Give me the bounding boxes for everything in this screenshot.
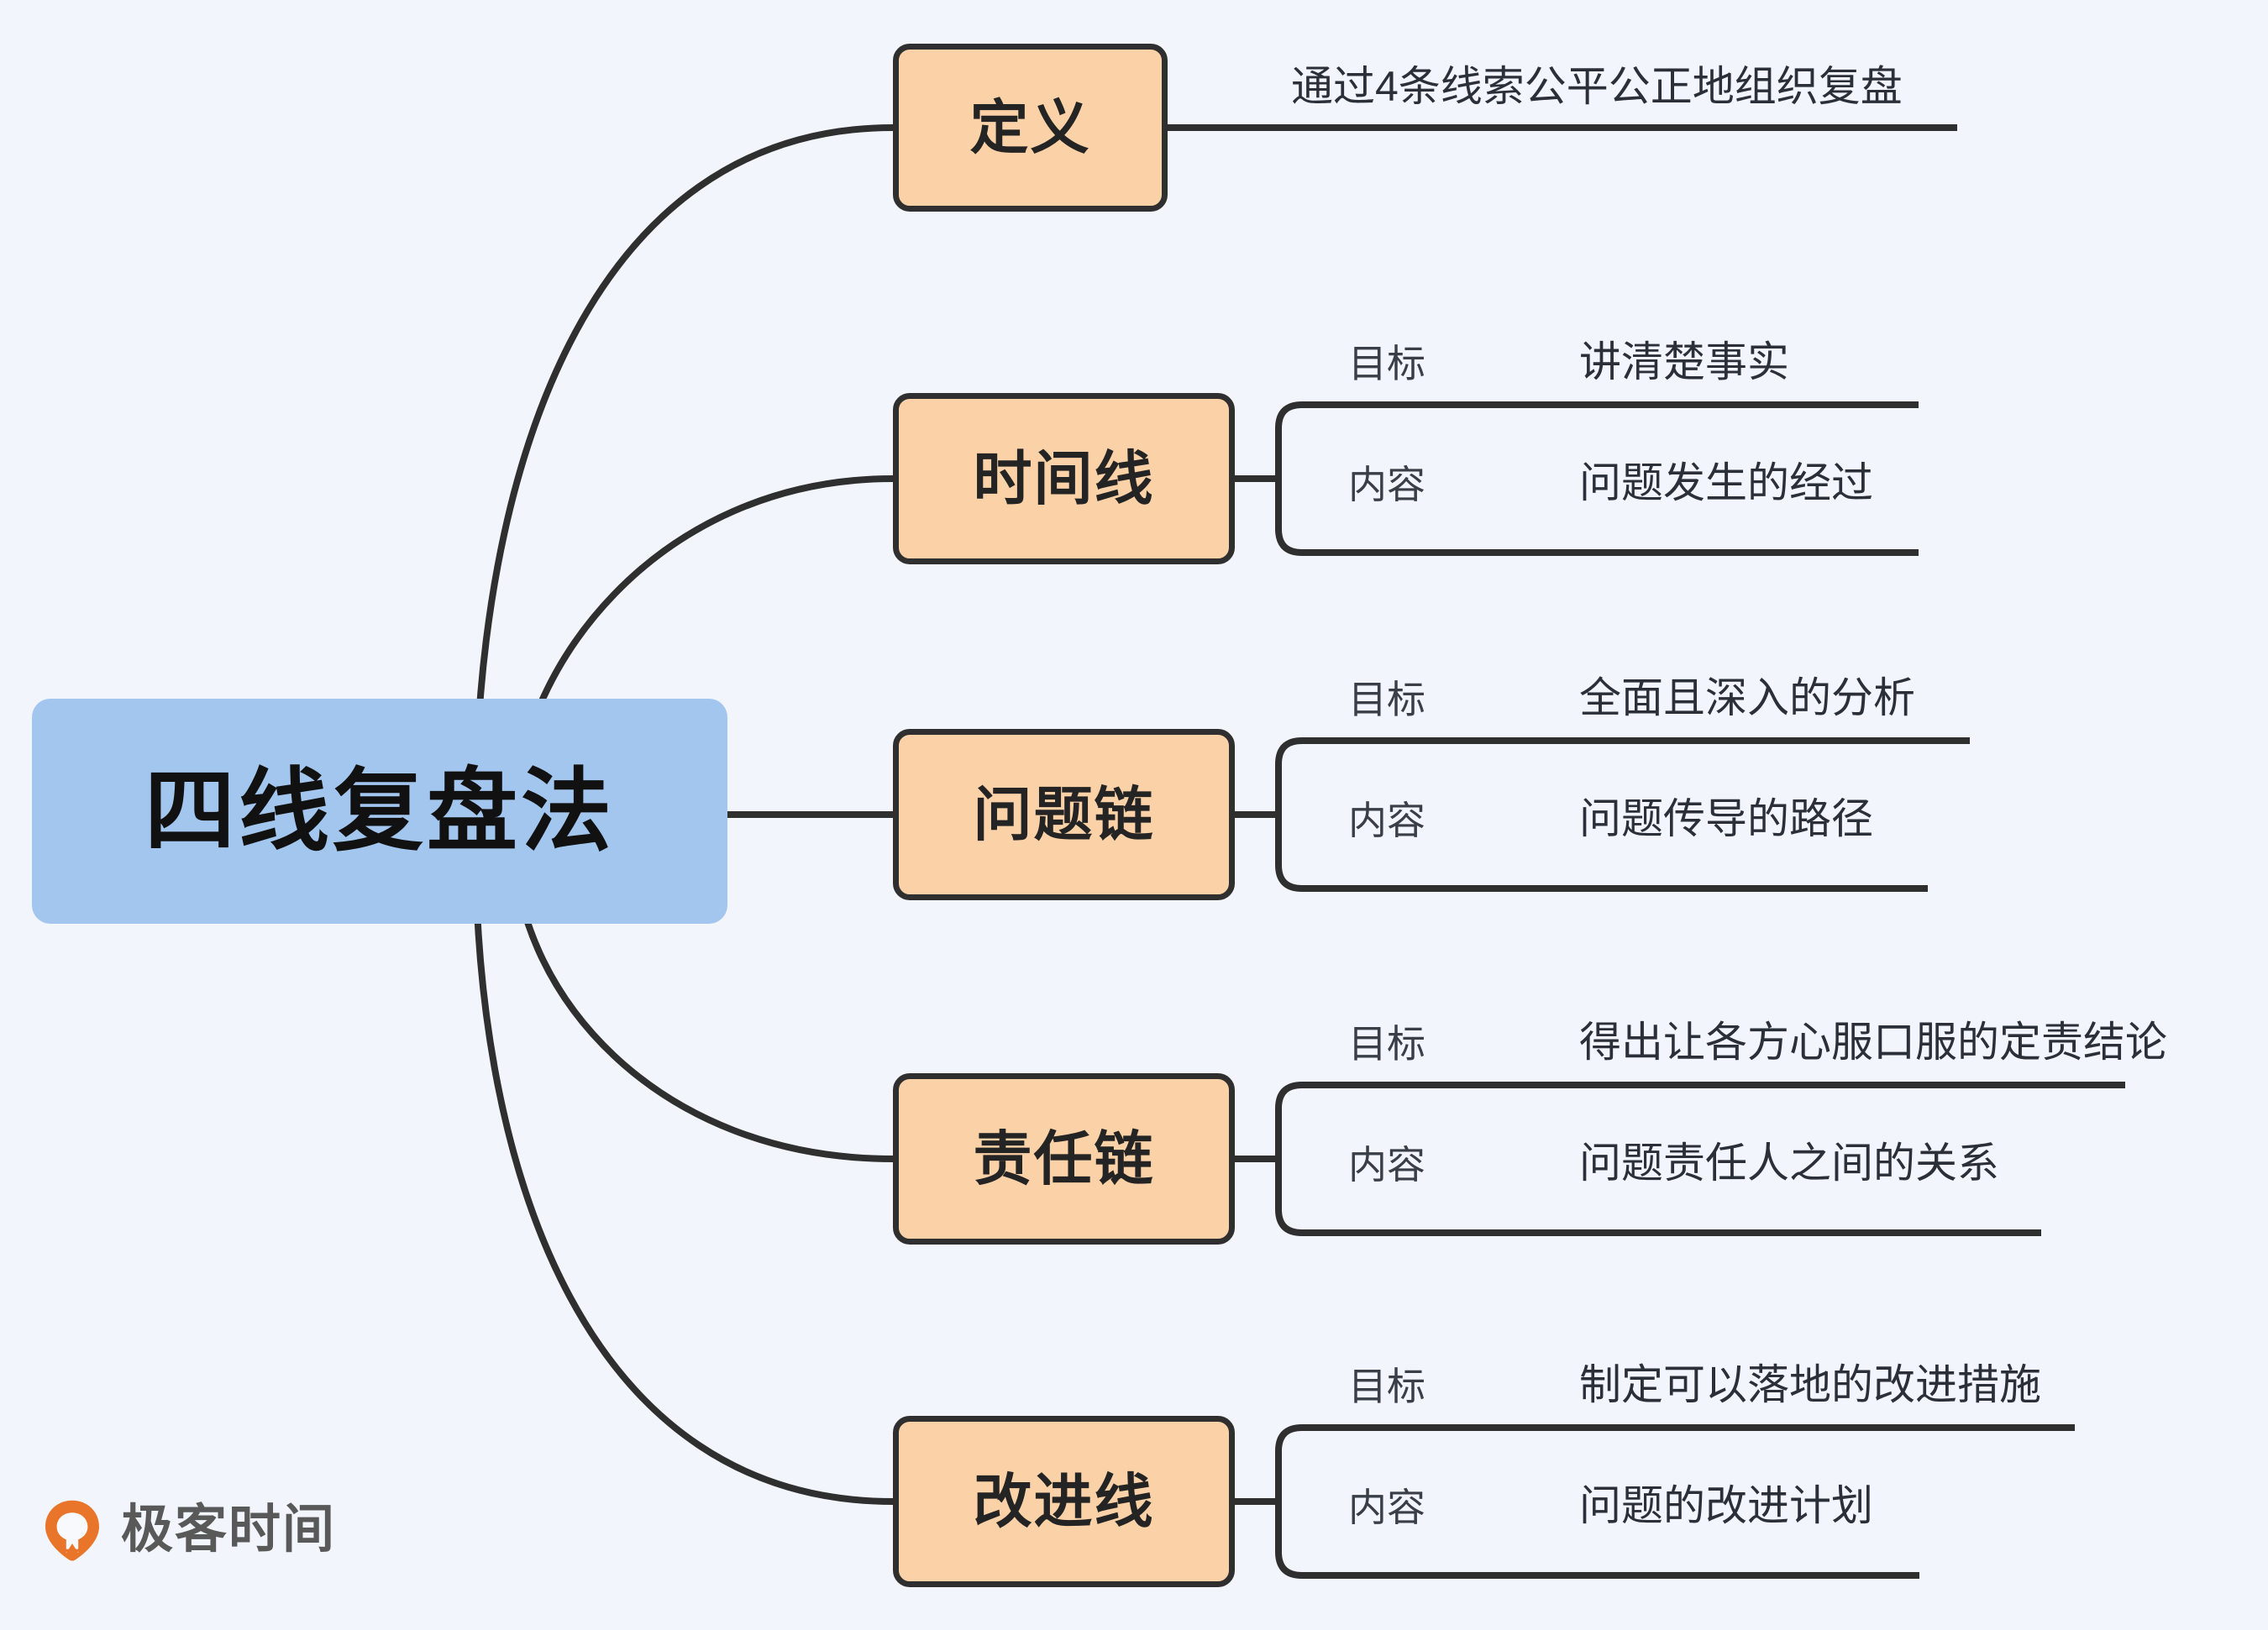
root-node-label: 四线复盘法 xyxy=(144,760,615,862)
branch-node-0[interactable]: 定义 xyxy=(893,44,1168,212)
branch-1-item-0-key: 目标 xyxy=(1348,342,1425,385)
branch-3-item-0-key: 目标 xyxy=(1348,1022,1425,1066)
branch-4-item-0-key: 目标 xyxy=(1348,1365,1425,1408)
brand-watermark: 极客时间 xyxy=(39,1496,336,1564)
branch-1-item-1-value: 问题发生的经过 xyxy=(1579,459,1873,506)
branch-node-0-label: 定义 xyxy=(969,95,1091,160)
branch-4-item-1-key: 内容 xyxy=(1348,1486,1425,1529)
branch-3-item-0-value: 得出让各方心服口服的定责结论 xyxy=(1579,1019,2167,1066)
bracket-branch-4 xyxy=(1235,1424,1315,1579)
bracket-branch-3 xyxy=(1235,1082,1315,1236)
branch-node-2-label: 问题链 xyxy=(973,782,1155,847)
branch-node-2[interactable]: 问题链 xyxy=(893,729,1235,900)
branch-node-4[interactable]: 改进线 xyxy=(893,1416,1235,1587)
edge-root-to-branch-4 xyxy=(472,836,896,1505)
branch-node-3[interactable]: 责任链 xyxy=(893,1073,1235,1245)
root-node[interactable]: 四线复盘法 xyxy=(32,699,727,924)
branch-2-item-1-key: 内容 xyxy=(1348,799,1425,842)
branch-node-1-label: 时间线 xyxy=(973,446,1155,511)
branch-2-item-0-value: 全面且深入的分析 xyxy=(1579,674,1915,721)
branch-2-item-1-value: 问题传导的路径 xyxy=(1579,795,1873,842)
branch-node-3-label: 责任链 xyxy=(973,1126,1155,1192)
brand-name: 极客时间 xyxy=(121,1501,337,1559)
branch-node-1[interactable]: 时间线 xyxy=(893,393,1235,564)
branch-1-item-0-value: 讲清楚事实 xyxy=(1579,338,1789,385)
branch-4-item-1-value: 问题的改进计划 xyxy=(1579,1482,1873,1529)
bracket-branch-2 xyxy=(1235,737,1315,892)
branch-1-item-1-key: 内容 xyxy=(1348,463,1425,506)
branch-2-item-0-key: 目标 xyxy=(1348,678,1425,721)
geektime-logo-icon xyxy=(45,1500,99,1561)
branch-3-item-1-value: 问题责任人之间的关系 xyxy=(1579,1140,1999,1187)
branch-node-4-label: 改进线 xyxy=(973,1469,1155,1534)
branch-4-item-0-value: 制定可以落地的改进措施 xyxy=(1579,1361,2041,1408)
bracket-branch-1 xyxy=(1235,401,1315,556)
branch-3-item-1-key: 内容 xyxy=(1348,1143,1425,1187)
branch-0-note: 通过4条线索公平公正地组织复盘 xyxy=(1291,63,1903,110)
